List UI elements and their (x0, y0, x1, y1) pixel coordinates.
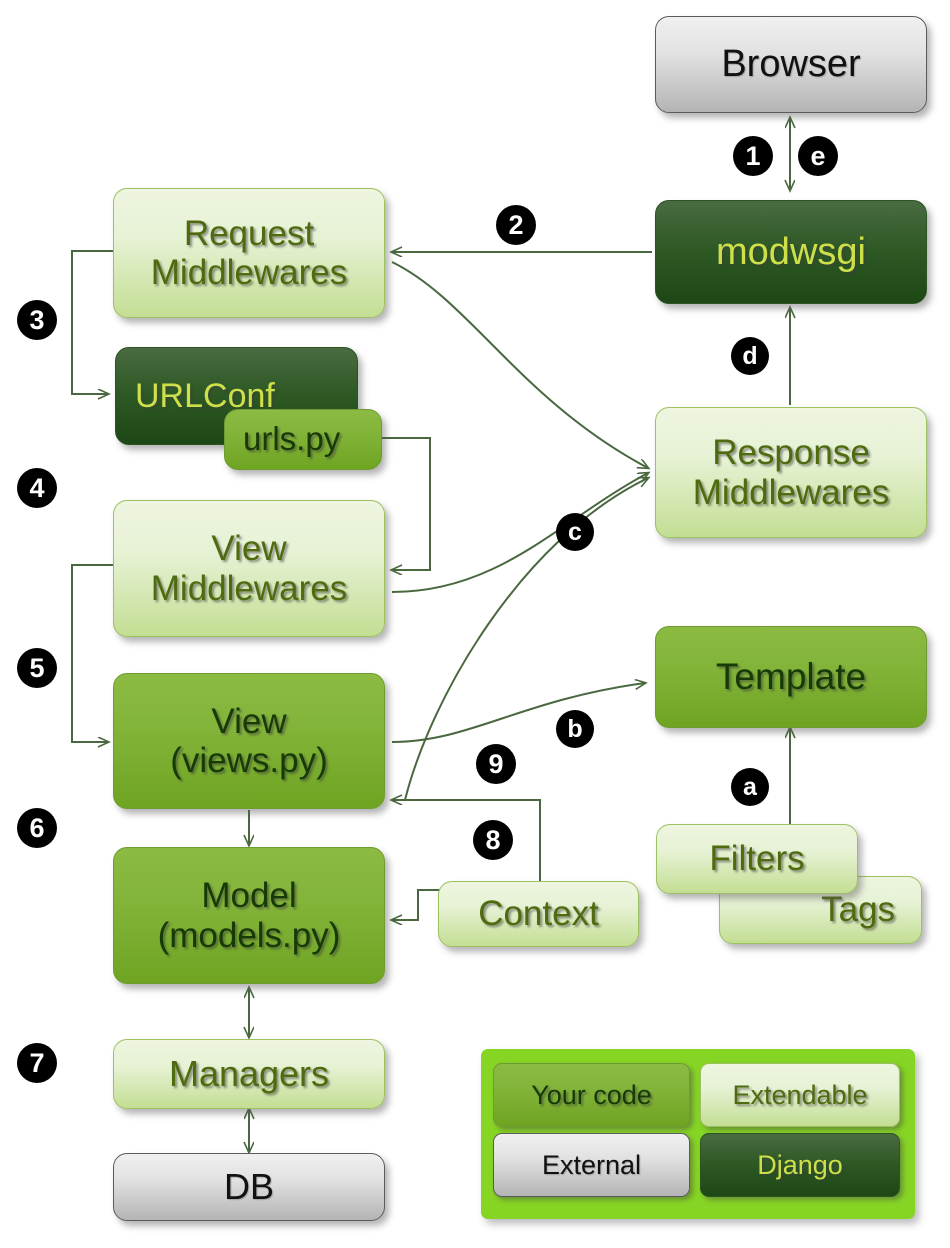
step-badge-4: 4 (17, 468, 57, 508)
step-badge-b-text: b (567, 714, 583, 743)
legend-item-your-code[interactable]: Your code (493, 1063, 690, 1127)
step-badge-2-text: 2 (508, 209, 524, 240)
step-badge-6: 6 (17, 808, 57, 848)
arrow-3 (71, 250, 113, 394)
step-badge-c-text: c (568, 517, 582, 546)
arrow-9 (392, 800, 541, 885)
legend-item-your-code-label: Your code (531, 1079, 652, 1110)
node-urls-py[interactable]: urls.py (224, 409, 382, 470)
node-db-label: DB (223, 1165, 274, 1207)
step-badge-1-text: 1 (745, 140, 761, 171)
legend-item-extendable[interactable]: Extendable (700, 1063, 900, 1127)
node-template[interactable]: Template (655, 626, 927, 728)
node-request-middlewares[interactable]: Request Middlewares (113, 188, 385, 318)
step-badge-3: 3 (17, 300, 57, 340)
step-badge-6-text: 6 (29, 812, 45, 843)
node-managers[interactable]: Managers (113, 1039, 385, 1109)
step-badge-b: b (556, 710, 594, 748)
step-badge-e-text: e (810, 140, 826, 171)
step-badge-5: 5 (17, 648, 57, 688)
node-context[interactable]: Context (438, 881, 639, 947)
node-tags-label: Tags (821, 890, 895, 930)
node-request-middlewares-line2: Middlewares (150, 253, 348, 292)
node-view-middlewares-line1: View (211, 529, 287, 569)
node-filters-label: Filters (709, 839, 805, 879)
legend-item-django-label: Django (757, 1149, 843, 1180)
step-badge-4-text: 4 (29, 472, 45, 503)
node-response-middlewares-line1: Response (712, 433, 870, 473)
arrow-b (391, 683, 645, 743)
step-badge-7-text: 7 (29, 1047, 45, 1078)
node-model-line1: Model (201, 876, 297, 916)
node-modwsgi-label: modwsgi (716, 230, 866, 273)
legend-item-extendable-label: Extendable (732, 1079, 868, 1110)
arrow-4 (382, 437, 431, 570)
node-request-middlewares-line1: Request (183, 213, 315, 253)
node-view-middlewares-line2: Middlewares (150, 568, 348, 608)
node-urlconf-label: URLConf (135, 376, 275, 415)
node-template-label: Template (715, 656, 867, 698)
arrow-c2 (404, 478, 648, 801)
step-badge-9: 9 (476, 744, 516, 784)
node-view-line1: View (211, 701, 287, 741)
arrow-c1 (391, 473, 648, 593)
node-modwsgi[interactable]: modwsgi (655, 200, 927, 304)
legend-item-django[interactable]: Django (700, 1133, 900, 1197)
node-context-label: Context (478, 894, 599, 934)
node-response-middlewares[interactable]: Response Middlewares (655, 407, 927, 538)
step-badge-7: 7 (17, 1043, 57, 1083)
step-badge-9-text: 9 (488, 748, 504, 779)
node-urls-py-label: urls.py (243, 420, 341, 458)
arrow-reqmw-to-respmw (391, 261, 648, 468)
node-view[interactable]: View (views.py) (113, 673, 385, 809)
node-model[interactable]: Model (models.py) (113, 847, 385, 984)
legend: Your code Extendable External Django (481, 1049, 915, 1219)
node-db[interactable]: DB (113, 1153, 385, 1221)
node-model-line2: (models.py) (157, 915, 341, 955)
step-badge-3-text: 3 (29, 304, 45, 335)
step-badge-a: a (731, 768, 769, 806)
step-badge-8-text: 8 (485, 824, 501, 855)
step-badge-c: c (556, 513, 594, 551)
step-badge-d: d (731, 337, 769, 375)
step-badge-a-text: a (743, 772, 757, 801)
step-badge-5-text: 5 (29, 652, 45, 683)
step-badge-2: 2 (496, 205, 536, 245)
legend-item-external[interactable]: External (493, 1133, 690, 1197)
node-view-line2: (views.py) (170, 741, 328, 780)
node-response-middlewares-line2: Middlewares (692, 472, 890, 512)
node-managers-label: Managers (168, 1052, 330, 1094)
node-browser[interactable]: Browser (655, 16, 927, 113)
node-view-middlewares[interactable]: View Middlewares (113, 500, 385, 637)
legend-item-external-label: External (541, 1149, 642, 1180)
node-filters[interactable]: Filters (656, 824, 858, 894)
step-badge-1: 1 (733, 136, 773, 176)
arrow-5 (71, 564, 113, 742)
node-browser-label: Browser (721, 43, 861, 86)
step-badge-d-text: d (742, 341, 758, 370)
step-badge-e: e (798, 136, 838, 176)
step-badge-8: 8 (473, 820, 513, 860)
